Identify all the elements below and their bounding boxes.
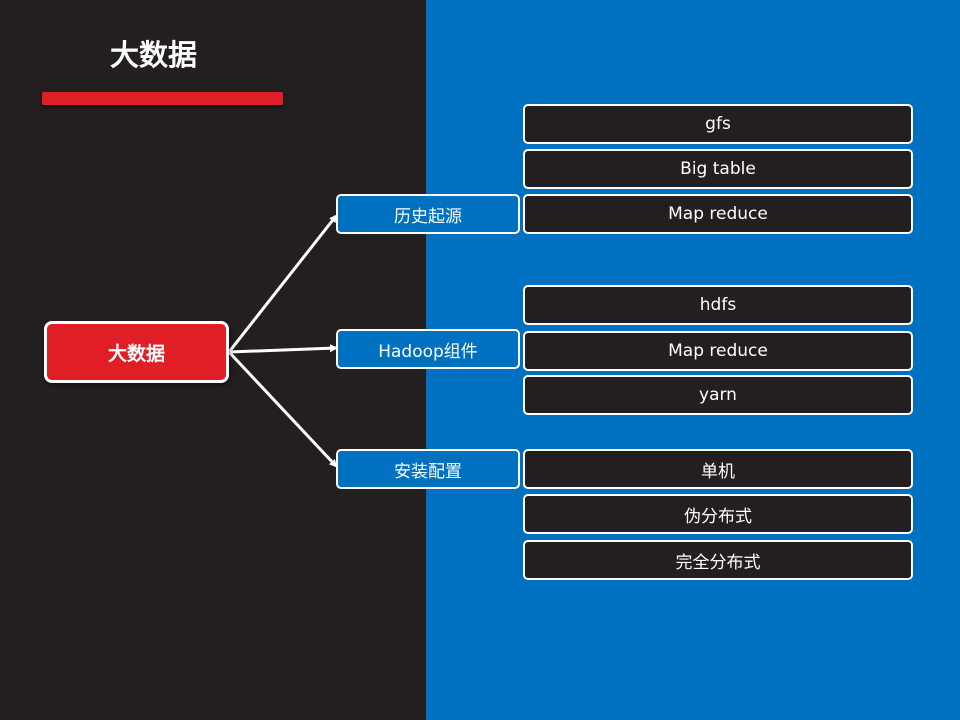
leaf-node-pseudo-distributed[interactable]: 伪分布式: [523, 494, 913, 534]
leaf-node-map-reduce-history[interactable]: Map reduce: [523, 194, 913, 234]
root-node[interactable]: 大数据: [44, 321, 229, 383]
leaf-node-big-table[interactable]: Big table: [523, 149, 913, 189]
leaf-node-standalone[interactable]: 单机: [523, 449, 913, 489]
leaf-node-map-reduce-hadoop[interactable]: Map reduce: [523, 331, 913, 371]
branch-node-history[interactable]: 历史起源: [336, 194, 520, 234]
branch-node-install[interactable]: 安装配置: [336, 449, 520, 489]
leaf-node-hdfs[interactable]: hdfs: [523, 285, 913, 325]
title-underline-bar: [42, 92, 283, 105]
slide-title: 大数据: [110, 38, 198, 72]
leaf-node-gfs[interactable]: gfs: [523, 104, 913, 144]
branch-node-hadoop[interactable]: Hadoop组件: [336, 329, 520, 369]
leaf-node-yarn[interactable]: yarn: [523, 375, 913, 415]
leaf-node-fully-distributed[interactable]: 完全分布式: [523, 540, 913, 580]
